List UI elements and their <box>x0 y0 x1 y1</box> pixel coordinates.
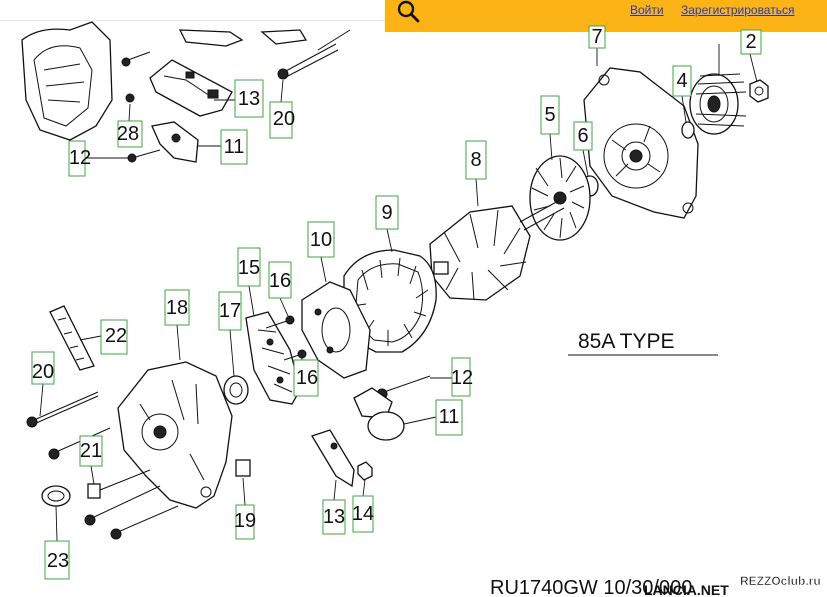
svg-text:20: 20 <box>32 361 54 383</box>
callout-11-top: 11 <box>220 129 248 165</box>
svg-text:9: 9 <box>381 202 392 224</box>
svg-text:2: 2 <box>745 31 756 53</box>
callout-17: 17 <box>218 291 242 331</box>
svg-text:16: 16 <box>269 270 291 292</box>
callout-2: 2 <box>740 29 762 55</box>
regulator-13-lower <box>311 429 355 488</box>
leader-lines <box>39 44 758 542</box>
search-button[interactable] <box>392 0 426 26</box>
terminal-21 <box>87 469 151 499</box>
type-label: 85A TYPE <box>578 330 675 353</box>
bolts-20-lower <box>26 391 179 540</box>
svg-text:11: 11 <box>224 136 245 158</box>
svg-text:11: 11 <box>439 406 460 428</box>
fan-5 <box>529 155 591 241</box>
callout-15: 15 <box>237 247 261 287</box>
footer-code: RU1740GW 10/30/000 <box>490 577 692 597</box>
rotor-part <box>429 199 565 301</box>
svg-text:14: 14 <box>352 503 374 525</box>
svg-text:19: 19 <box>234 510 256 532</box>
svg-text:28: 28 <box>117 123 139 145</box>
svg-text:13: 13 <box>238 88 260 110</box>
washer-4 <box>681 121 695 139</box>
nut-19 <box>235 459 251 477</box>
svg-text:16: 16 <box>296 367 318 389</box>
top-bar: Войти Зарегистрироваться <box>0 0 827 32</box>
watermark-rezzoclub: REZZOclub.ru <box>740 574 821 588</box>
callout-12-top: 12 <box>68 140 91 177</box>
callout-19: 19 <box>234 504 256 540</box>
bolts-16 <box>265 315 307 361</box>
callout-22: 22 <box>100 319 128 355</box>
callout-18: 18 <box>164 289 190 326</box>
regulator-part <box>149 59 233 117</box>
bolt-12-lower <box>376 375 431 400</box>
search-icon <box>397 0 420 23</box>
svg-text:4: 4 <box>676 70 687 92</box>
top-connector-part <box>178 29 351 51</box>
callout-13-top: 13 <box>234 79 264 118</box>
login-link[interactable]: Войти <box>630 3 664 17</box>
insulator-plate-10 <box>301 281 371 379</box>
svg-text:8: 8 <box>470 149 481 171</box>
svg-text:13: 13 <box>323 506 345 528</box>
callout-16-lower: 16 <box>293 359 319 397</box>
callout-6: 6 <box>573 121 593 151</box>
svg-text:17: 17 <box>219 300 241 322</box>
bolt-20-top <box>277 43 339 80</box>
svg-text:15: 15 <box>238 257 260 279</box>
pulley-part <box>689 73 747 135</box>
rear-cover-part <box>21 21 113 141</box>
nut-2 <box>749 79 769 103</box>
callout-16-top: 16 <box>268 261 292 299</box>
header-accent-bar <box>385 0 827 32</box>
svg-text:22: 22 <box>105 325 127 347</box>
callout-21: 21 <box>79 435 103 467</box>
search-bar[interactable] <box>0 0 385 21</box>
callout-7: 7 <box>588 25 606 49</box>
callout-9: 9 <box>375 195 399 230</box>
svg-text:18: 18 <box>166 297 188 319</box>
callout-4: 4 <box>672 65 692 97</box>
front-housing-part <box>583 67 699 219</box>
cap-23 <box>41 485 71 507</box>
svg-text:5: 5 <box>544 104 555 126</box>
svg-text:23: 23 <box>47 550 69 572</box>
svg-text:10: 10 <box>310 229 332 251</box>
watermark-lancia: LANCIA.NET <box>644 582 729 597</box>
register-link[interactable]: Зарегистрироваться <box>681 3 795 17</box>
callout-5: 5 <box>540 95 560 135</box>
callout-12-lower: 12 <box>451 357 473 397</box>
bolt-28 <box>121 51 151 103</box>
callout-8: 8 <box>465 140 487 180</box>
svg-text:12: 12 <box>69 147 91 169</box>
svg-text:12: 12 <box>451 367 473 389</box>
rear-bearing-17 <box>223 375 249 405</box>
rectifier-part <box>245 311 301 405</box>
callout-10: 10 <box>307 221 335 258</box>
svg-text:7: 7 <box>591 26 602 48</box>
callout-23: 23 <box>44 540 70 580</box>
boot-22 <box>49 305 95 371</box>
callout-14: 14 <box>352 495 374 533</box>
brush-holder-11-lower <box>353 387 405 441</box>
nut-14 <box>357 461 373 481</box>
callout-28: 28 <box>117 120 143 148</box>
callout-13-lower: 13 <box>322 499 346 535</box>
svg-text:6: 6 <box>577 125 588 147</box>
svg-text:20: 20 <box>273 108 295 130</box>
callout-20-top: 20 <box>269 101 295 139</box>
svg-text:21: 21 <box>80 440 102 462</box>
rear-housing-part <box>117 361 233 509</box>
callout-11-lower: 11 <box>435 399 463 436</box>
callout-20-lower: 20 <box>31 351 55 385</box>
